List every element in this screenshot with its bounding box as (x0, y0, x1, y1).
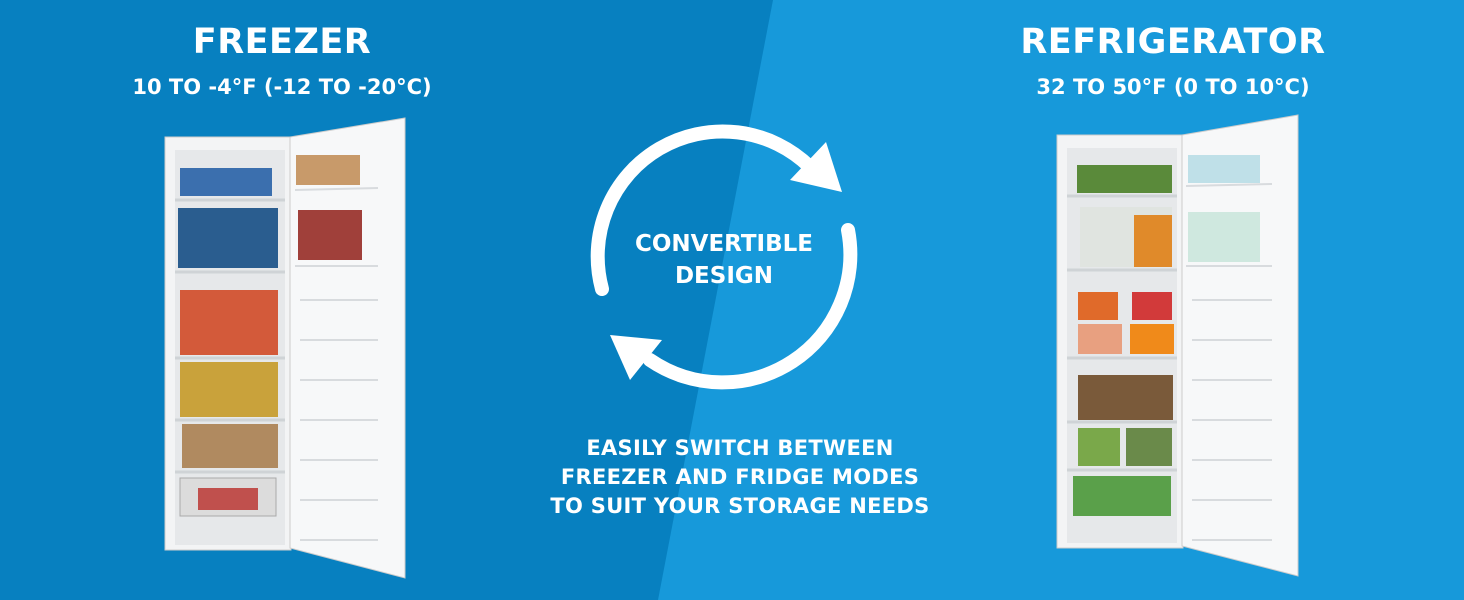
freezer-image (164, 117, 406, 579)
tagline-line-2: FREEZER AND FRIDGE MODES (560, 465, 920, 489)
refrigerator-temperature-range: 32 TO 50°F (0 TO 10°C) (1036, 75, 1310, 99)
arrowhead-icon (790, 142, 842, 192)
center-line-2: DESIGN (674, 263, 774, 289)
tagline-line-3: TO SUIT YOUR STORAGE NEEDS (550, 494, 930, 518)
center-line-1: CONVERTIBLE (634, 231, 813, 257)
convert-cycle-arrows-icon (590, 124, 858, 390)
tagline-line-1: EASILY SWITCH BETWEEN (586, 436, 894, 460)
tagline: EASILY SWITCH BETWEEN FREEZER AND FRIDGE… (520, 434, 960, 521)
refrigerator-image (1056, 114, 1299, 577)
freezer-temperature-range: 10 TO -4°F (-12 TO -20°C) (132, 75, 432, 99)
convertible-design-label: CONVERTIBLE DESIGN (600, 228, 848, 292)
freezer-title: FREEZER (192, 22, 372, 62)
refrigerator-title: REFRIGERATOR (1020, 22, 1326, 62)
arrowhead-icon (610, 335, 662, 380)
